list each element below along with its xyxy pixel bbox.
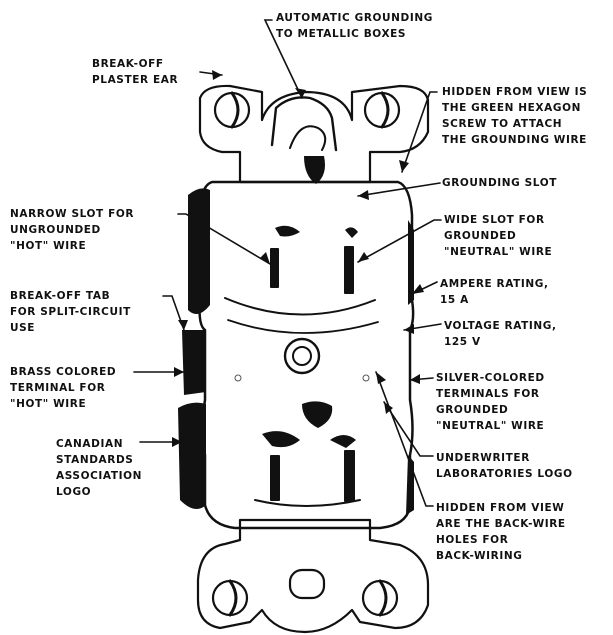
callout-hidden-green-screw: HIDDEN FROM VIEW IS THE GREEN HEXAGON SC… (442, 84, 587, 148)
bottom-screw-slot (290, 570, 324, 598)
ul-logo-mark (363, 375, 369, 381)
callout-ampere-rating: AMPERE RATING, 15 A (440, 276, 549, 308)
outlet-body (200, 182, 414, 528)
callout-brass-terminal: BRASS COLORED TERMINAL FOR "HOT" WIRE (10, 364, 116, 412)
callout-silver-terminals: SILVER-COLORED TERMINALS FOR GROUNDED "N… (436, 370, 545, 434)
callout-wide-slot: WIDE SLOT FOR GROUNDED "NEUTRAL" WIRE (444, 212, 552, 260)
center-screw (285, 339, 319, 373)
upper-hot-slot (270, 248, 279, 288)
bottom-right-ear-hole (363, 581, 397, 615)
csa-logo-mark (235, 375, 241, 381)
callout-back-wire: HIDDEN FROM VIEW ARE THE BACK-WIRE HOLES… (436, 500, 566, 564)
callout-ul-logo: UNDERWRITER LABORATORIES LOGO (436, 450, 573, 482)
bottom-left-ear-hole (213, 581, 247, 615)
callout-grounding-slot: GROUNDING SLOT (442, 175, 557, 191)
callout-break-off-tab: BREAK-OFF TAB FOR SPLIT-CIRCUIT USE (10, 288, 131, 336)
lower-neutral-slot (344, 450, 355, 502)
grounding-clip (272, 97, 336, 150)
callout-csa-logo: CANADIAN STANDARDS ASSOCIATION LOGO (56, 436, 142, 500)
callout-narrow-slot: NARROW SLOT FOR UNGROUNDED "HOT" WIRE (10, 206, 134, 254)
callout-plaster-ear: BREAK-OFF PLASTER EAR (92, 56, 196, 88)
top-right-ear-hole (365, 93, 399, 127)
callout-voltage-rating: VOLTAGE RATING, 125 V (444, 318, 557, 350)
brass-terminal-lower (182, 330, 206, 395)
lower-hot-slot (270, 455, 280, 501)
top-left-ear-hole (215, 93, 249, 127)
lower-grounding-slot (302, 401, 332, 428)
upper-neutral-slot (344, 246, 354, 294)
upper-grounding-slot (304, 156, 325, 184)
callout-automatic-grounding: AUTOMATIC GROUNDING TO METALLIC BOXES (276, 10, 433, 42)
brass-terminal-upper (188, 188, 210, 314)
